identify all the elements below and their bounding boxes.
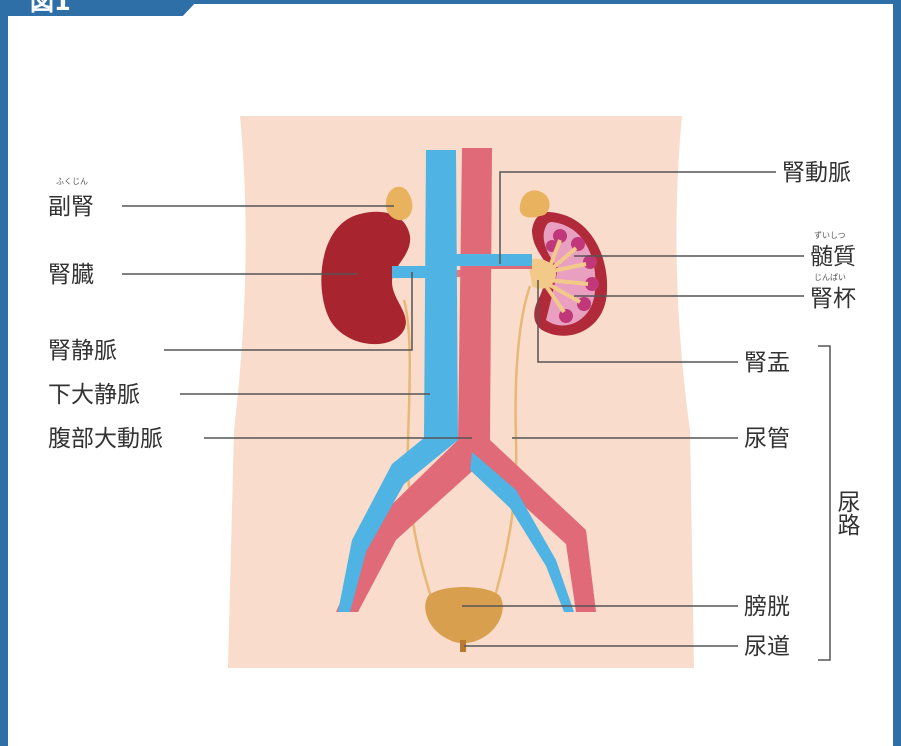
- label-aorta: 腹部大動脈: [48, 426, 163, 452]
- label-calyx: 腎杯: [810, 286, 856, 312]
- label-ivc: 下大静脈: [48, 382, 140, 408]
- label-urethra: 尿道: [744, 634, 790, 660]
- label-medulla-ruby: ずいしつ: [814, 230, 846, 240]
- label-kidney: 腎臓: [48, 262, 94, 288]
- label-medulla: 髄質: [810, 244, 856, 270]
- label-ureter: 尿管: [744, 426, 790, 452]
- label-pelvis: 腎盂: [744, 350, 790, 376]
- label-adrenal-ruby: ふくじん: [56, 177, 88, 186]
- label-calyx-ruby: じんぱい: [814, 273, 846, 282]
- label-urinary-tract: 尿路: [833, 490, 861, 536]
- label-adrenal: 副腎: [48, 194, 94, 220]
- label-renal-vein: 腎静脈: [48, 338, 117, 364]
- label-renal-artery: 腎動脈: [782, 160, 851, 186]
- label-bladder: 膀胱: [744, 594, 790, 620]
